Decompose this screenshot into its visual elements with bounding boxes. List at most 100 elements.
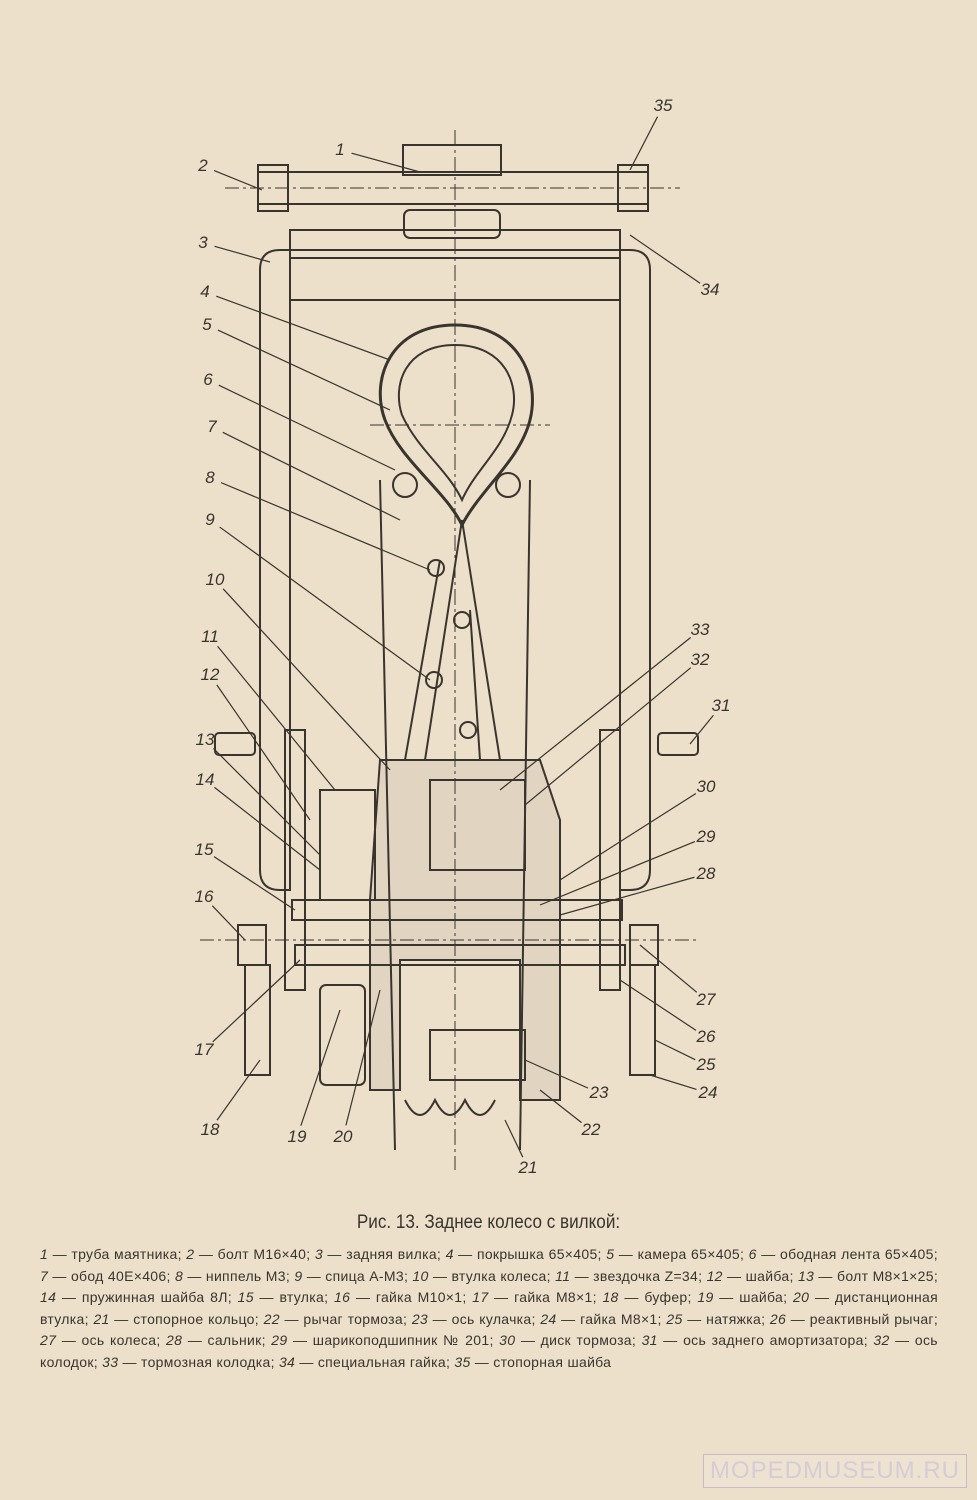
leader-line-35 <box>629 116 659 171</box>
leader-line-22 <box>539 1089 582 1124</box>
legend-text: обод 40Е×406 <box>70 1267 167 1284</box>
legend-item: 2 — болт М16×40; <box>186 1246 315 1262</box>
legend-text: шарикоподшипник № 201 <box>312 1332 490 1348</box>
leader-line-20 <box>345 989 381 1126</box>
legend-text: задняя вилка <box>346 1246 437 1262</box>
leader-line-16 <box>211 905 246 941</box>
leader-line-33 <box>499 637 692 791</box>
leader-line-31 <box>689 714 714 745</box>
callout-11: 11 <box>201 627 219 646</box>
legend-text: болт М16×40 <box>217 1246 307 1262</box>
legend-item: 20 — дистанционная втулка; <box>40 1289 938 1327</box>
watermark: MOPEDMUSEUM.RU <box>702 1454 967 1488</box>
leader-line-2 <box>213 169 263 191</box>
callout-4: 4 <box>200 282 210 301</box>
legend-number: 21 <box>93 1310 110 1327</box>
legend-number: 13 <box>797 1267 815 1284</box>
legend-number: 29 <box>271 1332 288 1348</box>
leader-line-5 <box>217 329 391 411</box>
legend-item: 23 — ось кулачка; <box>411 1310 541 1327</box>
legend-number: 8 <box>174 1267 184 1284</box>
callout-15: 15 <box>194 840 214 859</box>
legend-item: 14 — пружинная шайба 8Л; <box>40 1289 238 1305</box>
legend-number: 14 <box>40 1289 57 1305</box>
legend-item: 22 — рычаг тормоза; <box>263 1310 412 1327</box>
legend-number: 4 <box>445 1246 454 1262</box>
legend-item: 6 — ободная лента 65×405; <box>748 1246 938 1262</box>
legend-number: 30 <box>499 1332 516 1348</box>
leader-line-10 <box>222 588 391 771</box>
rear-wheel-drawing <box>200 116 714 1170</box>
legend-item: 9 — спица А-М3; <box>294 1267 413 1284</box>
leader-line-24 <box>649 1074 697 1091</box>
legend-text: рычаг тормоза <box>303 1310 403 1327</box>
legend-text: втулка <box>279 1289 325 1305</box>
callout-5: 5 <box>202 315 212 334</box>
leader-line-12 <box>216 684 311 821</box>
legend-item: 28 — сальник; <box>166 1332 272 1348</box>
callout-32: 32 <box>690 650 710 669</box>
legend-item: 30 — диск тормоза; <box>499 1332 642 1348</box>
legend-item: 33 — тормозная колодка; <box>102 1353 279 1370</box>
legend-number: 22 <box>263 1310 280 1327</box>
legend-text: шайба <box>745 1267 790 1284</box>
legend-text: шайба <box>739 1289 784 1305</box>
legend-text: камера 65×405 <box>637 1246 740 1262</box>
legend-item: 8 — ниппель М3; <box>174 1267 295 1284</box>
leader-line-19 <box>300 1009 341 1126</box>
legend-text: натяжка <box>706 1310 762 1327</box>
callout-22: 22 <box>581 1120 601 1139</box>
legend-number: 11 <box>555 1267 571 1284</box>
legend-number: 26 <box>769 1310 787 1327</box>
legend-item: 35 — стопорная шайба <box>454 1353 612 1370</box>
leader-line-18 <box>216 1059 261 1121</box>
legend-text: труба маятника <box>71 1246 178 1262</box>
legend-text: втулка колеса <box>451 1267 547 1284</box>
callout-1: 1 <box>335 140 345 159</box>
legend-text: покрышка 65×405 <box>476 1246 598 1262</box>
leader-line-3 <box>214 245 271 263</box>
legend-text: специальная гайка <box>317 1353 446 1370</box>
callout-25: 25 <box>696 1055 716 1074</box>
legend-item: 10 — втулка колеса; <box>412 1267 556 1284</box>
leader-line-23 <box>524 1059 589 1089</box>
callout-35: 35 <box>653 96 673 115</box>
legend-number: 18 <box>602 1289 619 1305</box>
callout-28: 28 <box>696 864 716 883</box>
pendulum-tube <box>225 144 680 239</box>
legend-text: стопорное кольцо <box>133 1310 255 1327</box>
leader-line-21 <box>504 1119 524 1158</box>
rear-fork <box>214 229 699 991</box>
legend-item: 29 — шарикоподшипник № 201; <box>271 1332 500 1348</box>
legend-number: 10 <box>412 1267 429 1284</box>
legend-item: 15 — втулка; <box>237 1289 334 1305</box>
legend-item: 12 — шайба; <box>706 1267 798 1284</box>
legend-number: 31 <box>641 1332 658 1348</box>
legend-text: гайка М8×1 <box>580 1310 658 1327</box>
callout-9: 9 <box>205 510 215 529</box>
leader-line-32 <box>524 667 692 806</box>
legend-text: пружинная шайба 8Л <box>81 1289 228 1305</box>
callout-33: 33 <box>690 620 710 639</box>
callout-24: 24 <box>698 1083 718 1102</box>
legend-number: 7 <box>40 1267 49 1284</box>
callout-14: 14 <box>195 770 215 789</box>
legend-number: 15 <box>237 1289 254 1305</box>
callout-21: 21 <box>518 1158 538 1177</box>
leader-line-30 <box>559 792 697 881</box>
leader-line-9 <box>219 526 431 681</box>
legend-item: 32 — ось колодок; <box>40 1332 938 1370</box>
callout-31: 31 <box>711 696 731 715</box>
callout-26: 26 <box>696 1027 716 1046</box>
legend-text: гайка М8×1 <box>514 1289 593 1305</box>
legend-item: 1 — труба маятника; <box>40 1246 187 1262</box>
legend-number: 17 <box>472 1289 489 1305</box>
legend-text: ось кулачка <box>451 1310 532 1327</box>
legend-text: тормозная колодка <box>141 1353 271 1370</box>
figure-caption-title: Рис. 13. Заднее колесо с вилкой: <box>356 1212 621 1233</box>
leader-line-7 <box>222 431 401 521</box>
leader-line-14 <box>214 786 321 871</box>
callout-20: 20 <box>333 1127 353 1146</box>
callout-2: 2 <box>198 156 208 175</box>
legend-item: 11 — звездочка Z=34; <box>555 1267 707 1284</box>
